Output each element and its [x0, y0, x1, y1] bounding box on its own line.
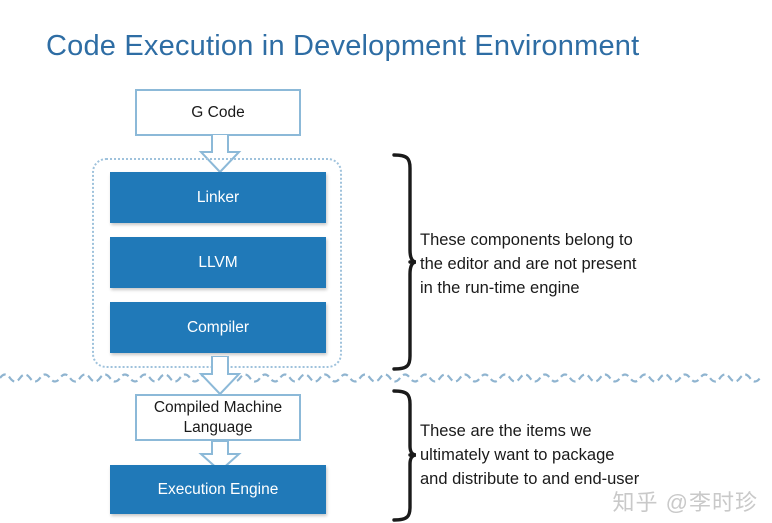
curly-brace-icon-bottom [392, 389, 416, 522]
node-compiler[interactable]: Compiler [110, 302, 326, 353]
arrow-down-icon-gcode-to-linker [198, 134, 242, 174]
node-compiled-machine-language-label: Compiled Machine Language [153, 399, 283, 436]
node-llvm-label: LLVM [198, 253, 238, 271]
node-g-code[interactable]: G Code [135, 89, 301, 136]
node-g-code-label: G Code [191, 103, 245, 121]
annotation-distribution-items: These are the items we ultimately want t… [420, 422, 640, 488]
curly-brace-icon-top [392, 153, 416, 371]
node-linker-label: Linker [196, 188, 240, 206]
node-linker[interactable]: Linker [110, 172, 326, 223]
annotation-editor-components: These components belong to the editor an… [420, 231, 637, 297]
arrow-down-icon-cml-to-exec [198, 441, 242, 473]
node-llvm[interactable]: LLVM [110, 237, 326, 288]
wavy-divider-icon [0, 373, 761, 383]
node-compiler-label: Compiler [186, 318, 249, 336]
node-execution-engine-label: Execution Engine [157, 480, 279, 498]
arrow-down-icon-compiler-to-cml [198, 356, 242, 396]
page-title: Code Execution in Development Environmen… [46, 30, 640, 62]
node-execution-engine[interactable]: Execution Engine [110, 465, 326, 514]
node-compiled-machine-language[interactable]: Compiled Machine Language [135, 394, 301, 441]
watermark: 知乎 @李时珍 [612, 490, 758, 515]
